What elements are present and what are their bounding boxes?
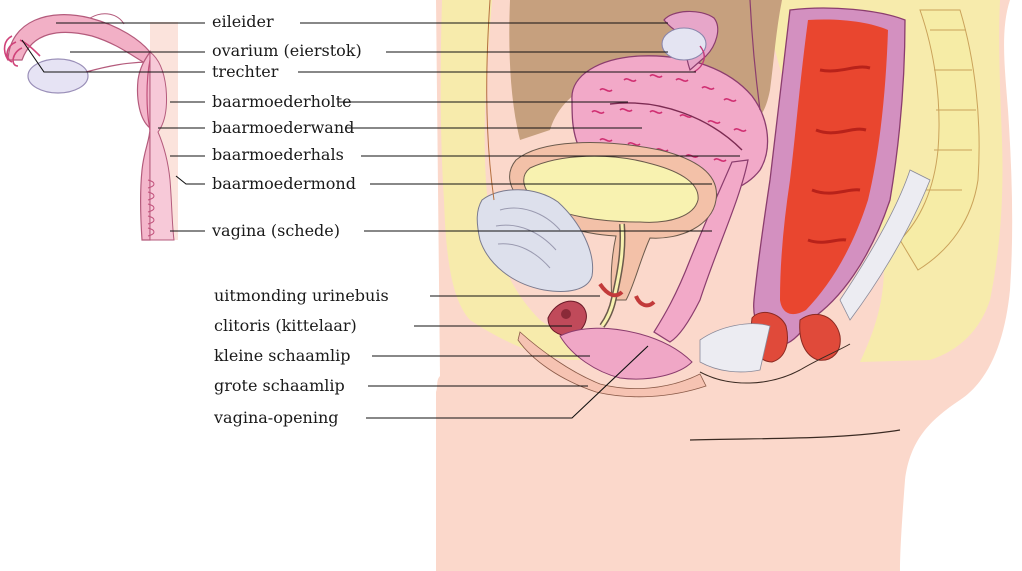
label-eileider: eileider [212,13,274,31]
label-grote-schaamlip: grote schaamlip [214,377,345,395]
fallopian-tube-frontal [8,15,150,66]
label-urinebuis: uitmonding urinebuis [214,287,389,305]
ovary [662,28,706,60]
label-ovarium: ovarium (eierstok) [212,42,362,60]
label-baarmoederhals: baarmoederhals [212,146,344,164]
label-baarmoedermond: baarmoedermond [212,175,356,193]
sagittal-section [436,0,1012,571]
label-vagina-opening: vagina-opening [214,409,339,427]
label-kleine-schaamlip: kleine schaamlip [214,347,350,365]
frontal-uterus-inset [5,14,178,240]
ovary-frontal [28,59,88,93]
label-clitoris: clitoris (kittelaar) [214,317,357,335]
label-baarmoederwand: baarmoederwand [212,119,354,137]
label-vagina: vagina (schede) [212,222,340,240]
label-baarmoederholte: baarmoederholte [212,93,352,111]
label-trechter: trechter [212,63,278,81]
